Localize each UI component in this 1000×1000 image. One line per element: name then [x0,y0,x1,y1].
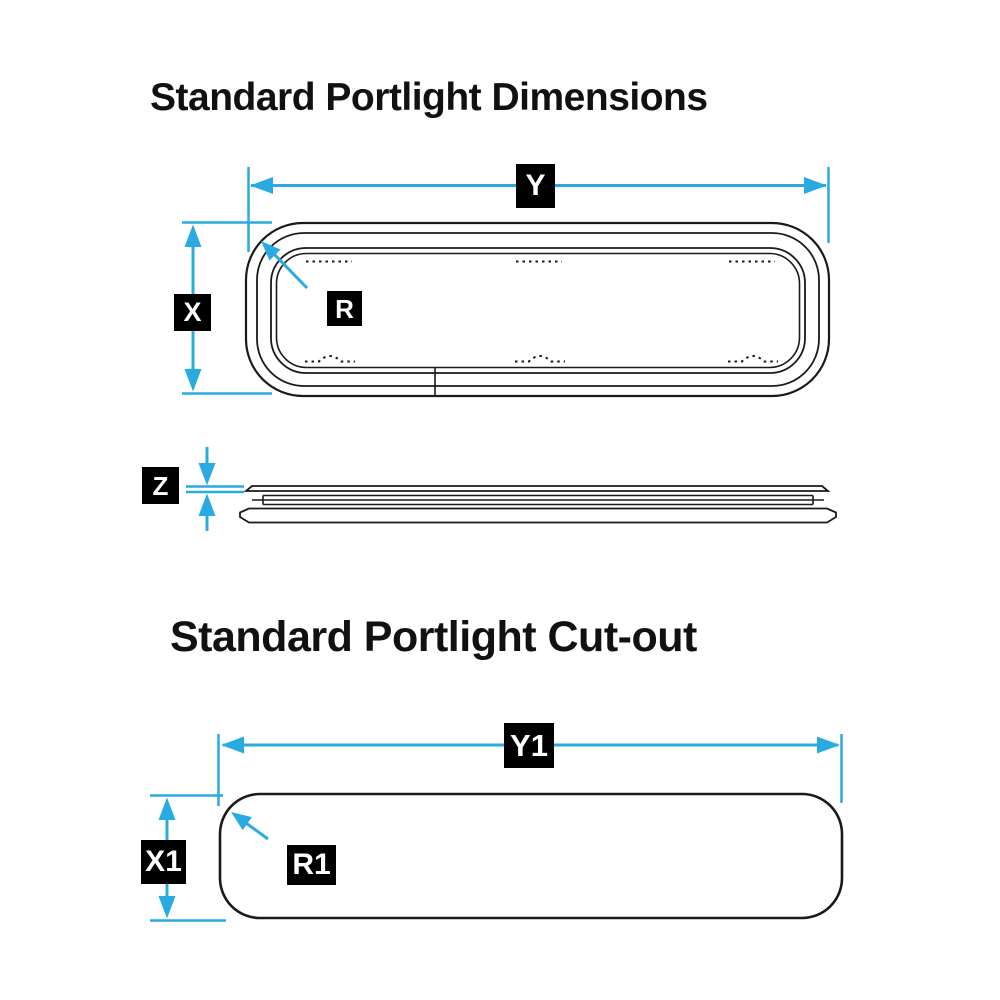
r-arrowhead [261,241,281,261]
cutout-outline [218,792,844,920]
r-leader-line [270,250,309,290]
x-arrowhead-top [184,224,202,247]
x1-arrowhead-top [158,797,176,820]
portlight-profile-view [239,485,837,524]
y-arrowhead-right [804,177,827,194]
flange-inner-edge-outline [256,232,820,387]
y-dimension-label: Y [516,164,555,208]
z-arrowhead-up [198,493,216,516]
window-frame-outer-outline [270,247,806,374]
x-arrowhead-bottom [184,369,202,392]
window-frame-inner-outline [275,252,801,369]
r1-leader-line [245,821,269,841]
dimensions-section-title: Standard Portlight Dimensions [150,76,708,119]
portlight-front-view [244,221,831,398]
y1-arrowhead-right [817,736,840,754]
z-arrowhead-down [198,463,216,486]
profile-flange-outline [239,507,837,524]
latch-mark-center [515,355,565,363]
y-arrowhead-left [250,177,273,194]
latch-mark-right [728,355,778,363]
y1-arrowhead-left [221,736,244,754]
x1-arrowhead-bottom [158,896,176,919]
profile-top-sheet [243,485,831,492]
y1-dimension-label: Y1 [504,723,554,768]
cutout-section-title: Standard Portlight Cut-out [170,613,697,661]
r-dimension-label: R [327,291,362,326]
r1-dimension-label: R1 [287,845,336,885]
thickness-dimension [186,447,244,531]
cutout-view [150,734,844,922]
latch-mark-left [305,355,355,363]
x-dimension-label: X [174,294,211,331]
x1-dimension-label: X1 [141,840,186,884]
outer-flange-outline [244,221,831,398]
z-dimension-label: Z [142,467,179,504]
r1-arrowhead [231,812,252,831]
